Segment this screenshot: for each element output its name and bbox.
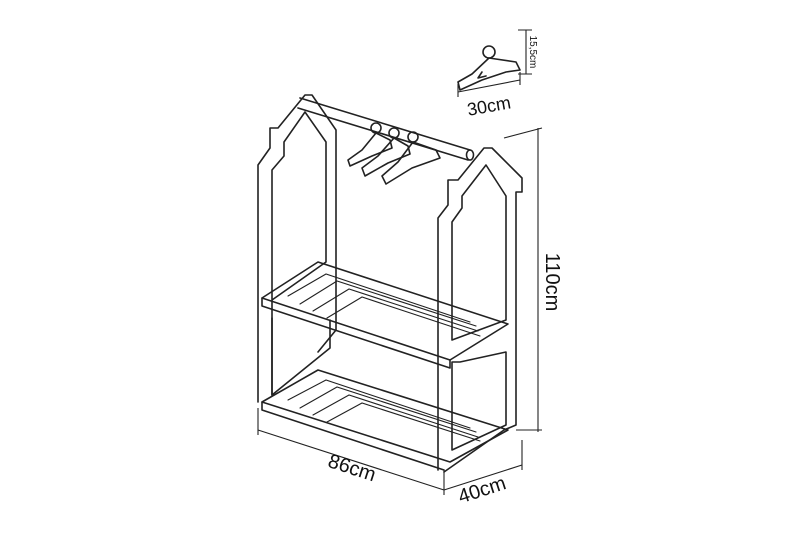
hanger-width-label: 30cm [466,92,513,119]
width-label: 86cm [325,450,378,486]
left-side-panel [257,94,337,403]
hanging-rail [297,97,475,161]
hanger-height-label: 15,5cm [527,36,538,69]
height-label: 110cm [541,253,563,312]
dimension-lines [257,29,543,495]
hangers [347,122,441,185]
hanger-3 [381,131,441,185]
hanger-detail [457,45,521,91]
upper-shelf [261,261,509,369]
right-side-panel [437,147,523,473]
lower-shelf [261,369,509,471]
